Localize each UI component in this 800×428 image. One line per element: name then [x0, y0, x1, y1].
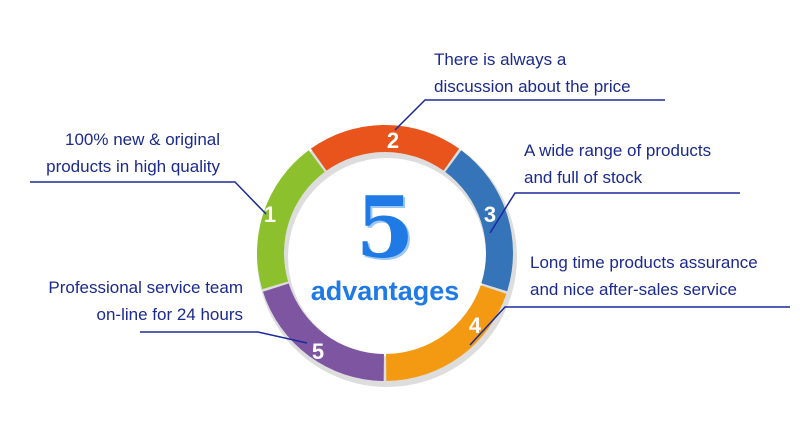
segment-5 [262, 283, 384, 381]
label-4-line-2: and nice after-sales service [530, 280, 737, 299]
segment-number-2: 2 [387, 128, 399, 153]
segment-number-5: 5 [312, 339, 324, 364]
label-3-line-1: A wide range of products [524, 141, 712, 160]
segment-2 [310, 125, 460, 171]
label-4: Long time products assurance and nice af… [530, 249, 758, 303]
center-number: 5 [355, 178, 415, 277]
label-3-line-2: and full of stock [524, 168, 643, 187]
segment-number-3: 3 [484, 202, 496, 227]
label-2: There is always a discussion about the p… [434, 46, 631, 100]
segment-number-4: 4 [469, 313, 482, 338]
segment-3 [445, 150, 513, 292]
leader-line-1 [30, 181, 267, 215]
label-3: A wide range of products and full of sto… [524, 137, 711, 191]
segment-4 [386, 285, 507, 381]
label-5-line-2: on-line for 24 hours [96, 305, 243, 324]
leader-line-2 [394, 99, 665, 131]
leader-line-5 [140, 331, 308, 344]
label-2-line-1: There is always a [434, 50, 567, 69]
label-5: Professional service team on-line for 24… [48, 274, 243, 328]
label-4-line-1: Long time products assurance [530, 253, 758, 272]
center-word: advantages [310, 276, 460, 306]
segment-number-1: 1 [264, 202, 276, 227]
leader-line-4 [469, 306, 790, 346]
label-2-line-2: discussion about the price [434, 77, 631, 96]
label-5-line-1: Professional service team [48, 278, 243, 297]
label-1-line-2: products in high quality [46, 157, 220, 176]
label-1-line-1: 100% new & original [65, 130, 220, 149]
label-1: 100% new & original products in high qua… [46, 126, 220, 180]
segment-1 [257, 150, 325, 290]
leader-line-3 [489, 192, 740, 234]
